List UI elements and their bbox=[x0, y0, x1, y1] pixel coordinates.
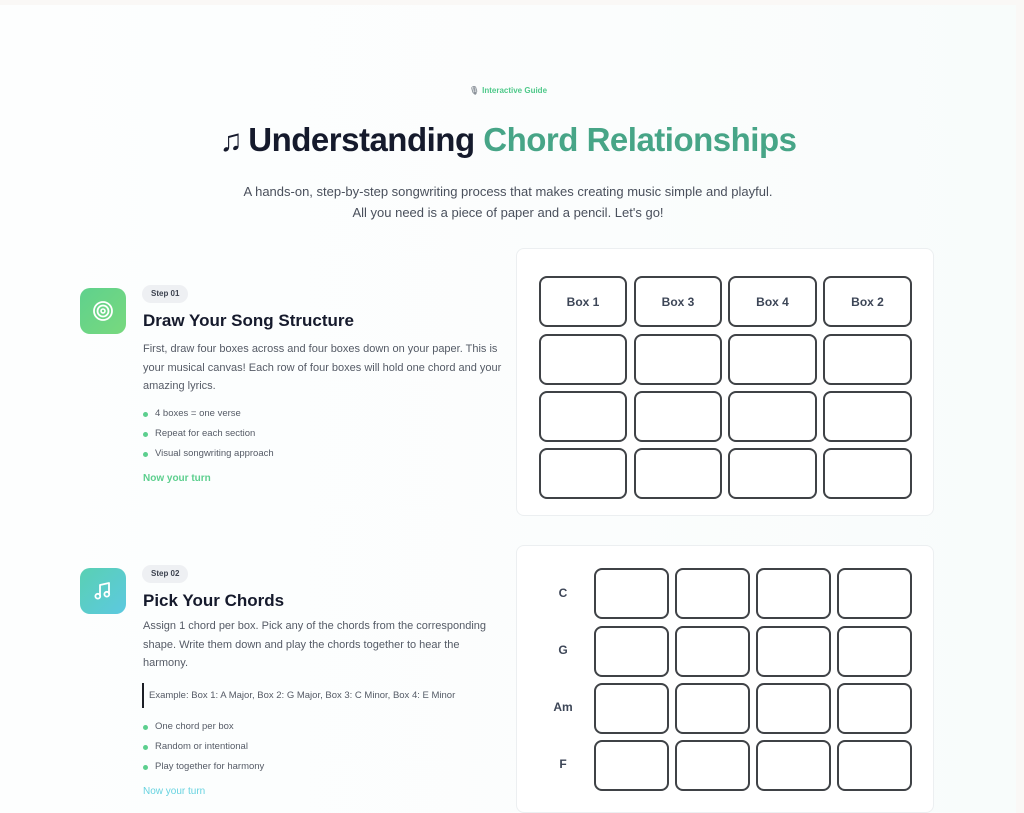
chord-label: G bbox=[558, 643, 568, 657]
bullet-item: Play together for harmony bbox=[143, 757, 264, 777]
grid-box[interactable]: Box 3 bbox=[634, 276, 722, 327]
page: 🎙Interactive Guide ♫Understanding Chord … bbox=[0, 5, 1016, 813]
chord-box[interactable] bbox=[675, 626, 750, 677]
chord-box[interactable] bbox=[675, 683, 750, 734]
grid-box[interactable]: Box 1 bbox=[539, 276, 627, 327]
music-note-icon bbox=[80, 568, 126, 614]
grid-box[interactable] bbox=[539, 334, 627, 385]
target-icon bbox=[80, 288, 126, 334]
bullet-dot-icon bbox=[143, 452, 148, 457]
grid-box[interactable] bbox=[539, 448, 627, 499]
grid-box[interactable] bbox=[728, 334, 817, 385]
eyebrow-label: Interactive Guide bbox=[482, 86, 548, 95]
chord-grid-card: C G Am F bbox=[516, 545, 934, 813]
bullet-list: 4 boxes = one verse Repeat for each sect… bbox=[143, 404, 274, 464]
chord-label: C bbox=[558, 586, 568, 600]
bullet-dot-icon bbox=[143, 745, 148, 750]
grid-box[interactable] bbox=[634, 391, 722, 442]
song-structure-grid-card: Box 1 Box 3 Box 4 Box 2 bbox=[516, 248, 934, 516]
step-heading: Pick Your Chords bbox=[143, 591, 285, 610]
chord-box[interactable] bbox=[837, 626, 912, 677]
bullet-dot-icon bbox=[143, 432, 148, 437]
grid-box[interactable] bbox=[728, 391, 817, 442]
bullet-list: One chord per box Random or intentional … bbox=[143, 717, 264, 777]
chord-box[interactable] bbox=[756, 568, 831, 619]
chord-box[interactable] bbox=[675, 740, 750, 791]
eyebrow: 🎙Interactive Guide bbox=[0, 86, 1016, 95]
grid-box[interactable] bbox=[539, 391, 627, 442]
chord-box[interactable] bbox=[594, 683, 669, 734]
title-accent: Chord Relationships bbox=[483, 121, 797, 158]
step-description: First, draw four boxes across and four b… bbox=[143, 343, 502, 392]
music-note-icon: ♫ bbox=[219, 123, 243, 158]
microphone-icon: 🎙 bbox=[468, 86, 480, 95]
chord-box[interactable] bbox=[594, 626, 669, 677]
chord-box[interactable] bbox=[756, 626, 831, 677]
chord-box[interactable] bbox=[837, 568, 912, 619]
chord-box[interactable] bbox=[756, 740, 831, 791]
chord-label: F bbox=[559, 757, 567, 771]
bullet-item: Visual songwriting approach bbox=[143, 444, 274, 464]
chord-box[interactable] bbox=[756, 683, 831, 734]
grid-box[interactable] bbox=[823, 334, 912, 385]
grid-box[interactable]: Box 2 bbox=[823, 276, 912, 327]
subtitle-line-1: A hands-on, step-by-step songwriting pro… bbox=[243, 184, 773, 199]
page-title: ♫Understanding Chord Relationships bbox=[0, 121, 1016, 159]
subtitle: A hands-on, step-by-step songwriting pro… bbox=[0, 181, 1016, 223]
grid-box[interactable]: Box 4 bbox=[728, 276, 817, 327]
chord-label: Am bbox=[553, 700, 573, 714]
chord-box[interactable] bbox=[837, 683, 912, 734]
bullet-item: One chord per box bbox=[143, 717, 264, 737]
bullet-dot-icon bbox=[143, 765, 148, 770]
bullet-dot-icon bbox=[143, 412, 148, 417]
grid-box[interactable] bbox=[823, 391, 912, 442]
grid-box[interactable] bbox=[634, 334, 722, 385]
step-description: Assign 1 chord per box. Pick any of the … bbox=[143, 620, 487, 669]
bullet-item: Random or intentional bbox=[143, 737, 264, 757]
grid-box[interactable] bbox=[728, 448, 817, 499]
grid-box[interactable] bbox=[823, 448, 912, 499]
chord-box[interactable] bbox=[594, 740, 669, 791]
subtitle-line-2: All you need is a piece of paper and a p… bbox=[352, 205, 664, 220]
title-main: Understanding bbox=[248, 121, 475, 158]
bullet-dot-icon bbox=[143, 725, 148, 730]
bullet-item: Repeat for each section bbox=[143, 424, 274, 444]
step-badge: Step 02 bbox=[142, 565, 189, 583]
chord-box[interactable] bbox=[594, 568, 669, 619]
step-badge: Step 01 bbox=[142, 285, 189, 303]
example-callout: Example: Box 1: A Major, Box 2: G Major,… bbox=[142, 683, 455, 708]
bullet-item: 4 boxes = one verse bbox=[143, 404, 274, 424]
step-heading: Draw Your Song Structure bbox=[143, 311, 354, 330]
chord-box[interactable] bbox=[837, 740, 912, 791]
now-your-turn-link[interactable]: Now your turn bbox=[143, 473, 211, 484]
grid-box[interactable] bbox=[634, 448, 722, 499]
now-your-turn-link[interactable]: Now your turn bbox=[143, 786, 206, 797]
chord-box[interactable] bbox=[675, 568, 750, 619]
